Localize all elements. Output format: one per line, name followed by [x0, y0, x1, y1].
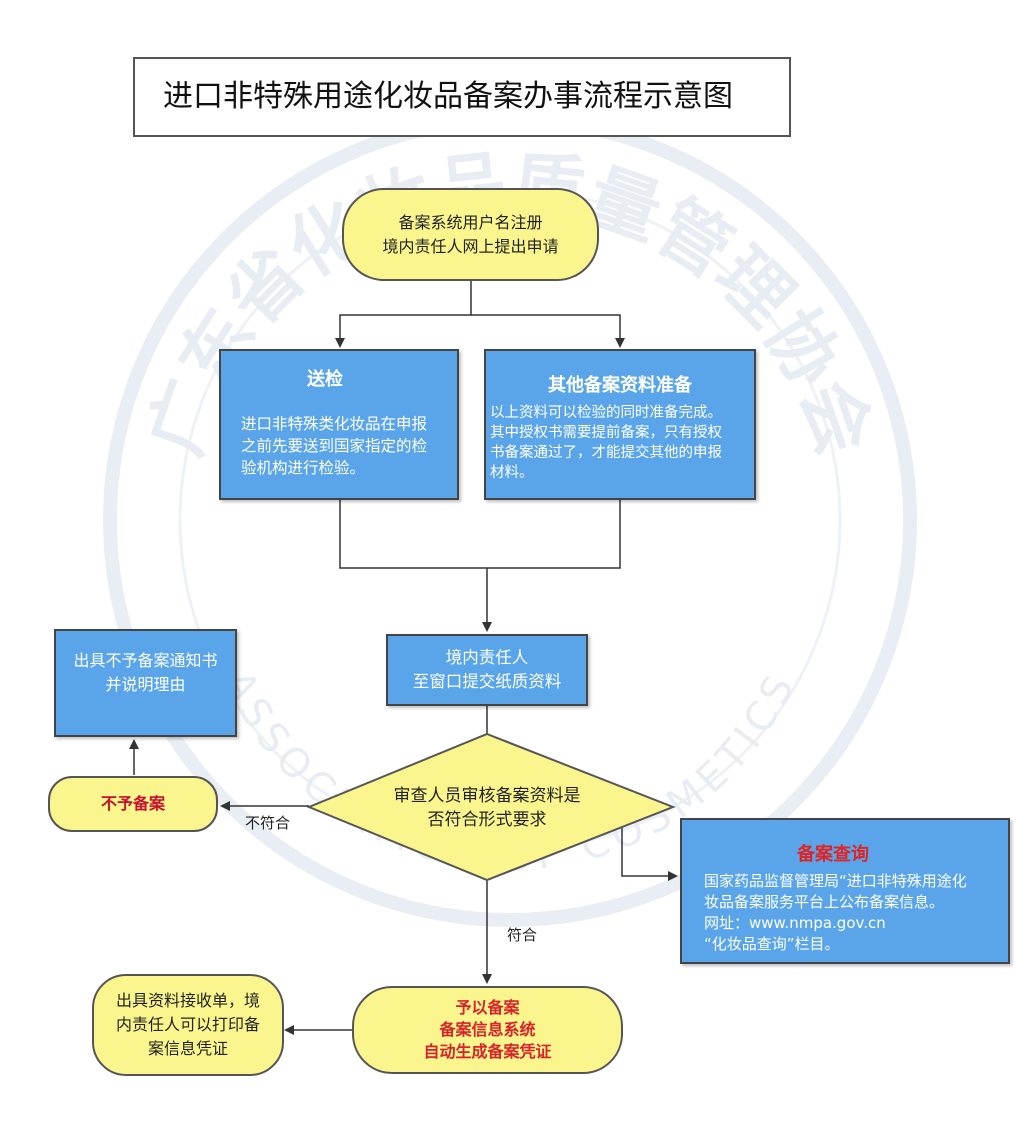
receipt-line1: 出具资料接收单，境 [115, 991, 260, 1010]
submit-line1: 境内责任人 [445, 648, 529, 667]
reject-node: 不予备案 [48, 776, 218, 832]
connector-split-right [471, 314, 625, 348]
not-compliant-label: 不符合 [245, 814, 291, 832]
receipt-line3: 案信息凭证 [147, 1039, 228, 1058]
other-materials-line: 书备案通过了，才能提交其他的申报 [490, 445, 722, 461]
inspection-line: 验机构进行检验。 [241, 459, 366, 477]
review-diamond: 审查人员审核备案资料是 否符合形式要求 [360, 784, 614, 832]
approve-line2: 备案信息系统 [439, 1020, 536, 1039]
reject-notice-line1: 出具不予备案通知书 [73, 651, 218, 670]
other-materials-line: 材料。 [490, 465, 534, 481]
query-line: “化妆品查询”栏目。 [704, 935, 840, 953]
reject-label: 不予备案 [100, 794, 165, 813]
connector-merge [339, 500, 621, 569]
connector-review-query [621, 826, 678, 881]
start-line2: 境内责任人网上提出申请 [382, 236, 559, 256]
other-materials-line: 其中授权书需要提前备案，只有授权 [490, 425, 722, 441]
inspection-line: 进口非特殊类化妆品在申报 [241, 415, 428, 433]
reject-notice-box: 出具不予备案通知书 并说明理由 [54, 629, 237, 737]
submit-paper-box: 境内责任人 至窗口提交纸质资料 [386, 634, 588, 706]
receipt-node: 出具资料接收单，境 内责任人可以打印备 案信息凭证 [92, 974, 284, 1076]
query-line: 妆品备案服务平台上公布备案信息。 [704, 893, 945, 911]
approve-line3: 自动生成备案凭证 [423, 1042, 552, 1061]
connector-start-split [335, 280, 472, 348]
inspection-line: 之前先要送到国家指定的检 [241, 437, 428, 455]
other-materials-heading: 其他备案资料准备 [548, 375, 692, 396]
query-box: 备案查询 国家药品监督管理局“进口非特殊用途化 妆品备案服务平台上公布备案信息。… [680, 818, 1010, 964]
review-line1: 审查人员审核备案资料是 [393, 786, 581, 806]
query-line: 网址：www.nmpa.gov.cn [704, 914, 886, 932]
inspection-box: 送检 进口非特殊类化妆品在申报 之前先要送到国家指定的检 验机构进行检验。 [219, 349, 459, 500]
submit-line2: 至窗口提交纸质资料 [412, 672, 562, 691]
reject-notice-line2: 并说明理由 [105, 675, 186, 694]
review-diamond-shape [306, 732, 676, 882]
approve-line1: 予以备案 [455, 998, 520, 1017]
receipt-line2: 内责任人可以打印备 [115, 1015, 260, 1034]
compliant-label: 符合 [507, 926, 538, 944]
start-line1: 备案系统用户名注册 [398, 212, 543, 232]
inspection-heading: 送检 [307, 369, 343, 390]
start-node: 备案系统用户名注册 境内责任人网上提出申请 [342, 188, 599, 281]
page-title: 进口非特殊用途化妆品备案办事流程示意图 [133, 57, 791, 137]
approve-node: 予以备案 备案信息系统 自动生成备案凭证 [352, 986, 623, 1074]
other-materials-line: 以上资料可以检验的同时准备完成。 [490, 405, 722, 421]
other-materials-box: 其他备案资料准备 以上资料可以检验的同时准备完成。 其中授权书需要提前备案，只有… [484, 349, 756, 500]
query-heading: 备案查询 [797, 844, 869, 865]
query-line: 国家药品监督管理局“进口非特殊用途化 [704, 872, 967, 890]
review-line2: 否符合形式要求 [427, 810, 547, 830]
